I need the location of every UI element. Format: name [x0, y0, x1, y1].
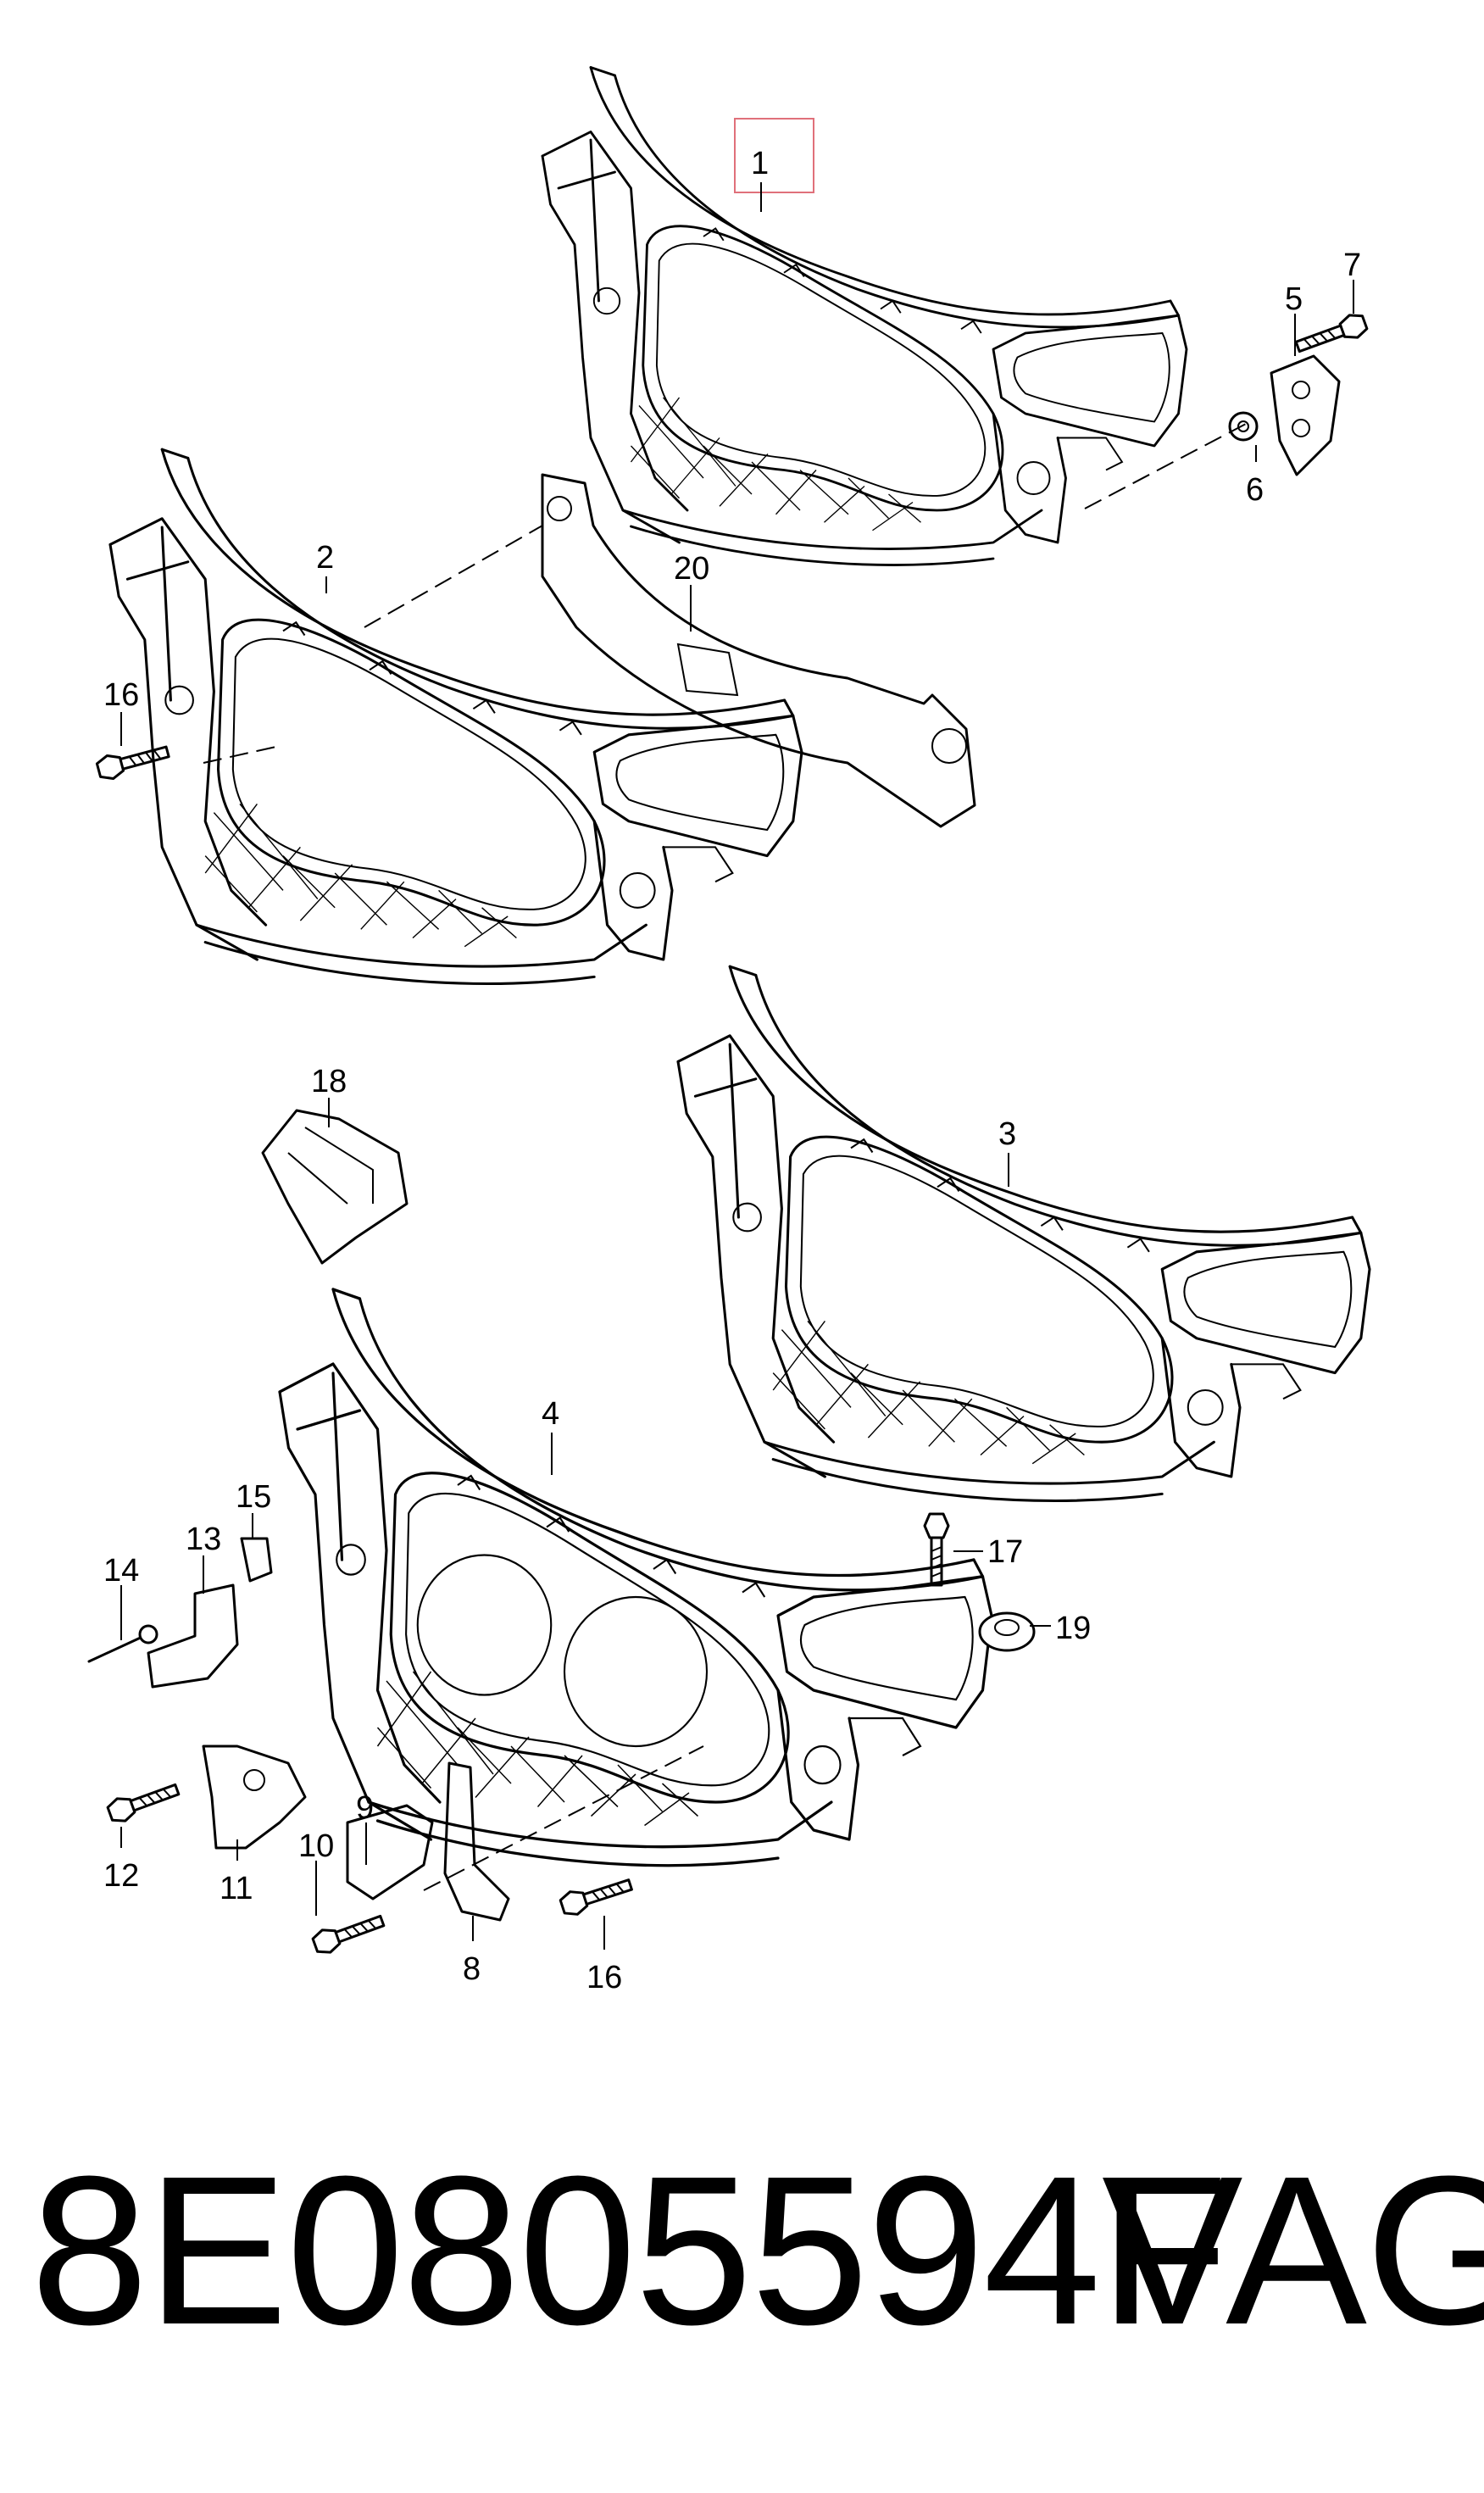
callout-8: 8: [463, 1951, 481, 1987]
callout-5: 5: [1285, 281, 1303, 317]
callout-labels: 1 2 3 4 5 6 7 8 9 10 11 12 13 14 15 16 1…: [103, 146, 1361, 1995]
bracket-part-11: [202, 1745, 307, 1850]
callout-14: 14: [103, 1553, 139, 1589]
callout-9: 9: [356, 1790, 374, 1826]
front-panel-part-4: [278, 1288, 993, 1867]
nut-part-6-icon: [1228, 411, 1259, 442]
callout-3: 3: [998, 1116, 1016, 1152]
highlight-box: [734, 118, 814, 193]
callout-10: 10: [298, 1828, 334, 1864]
leader-lines: [120, 182, 1354, 1950]
bolt-part-7-icon: [1292, 309, 1370, 359]
bracket-part-5: [1270, 354, 1341, 476]
callout-4: 4: [542, 1396, 559, 1432]
rubber-mount-part-19-icon: [978, 1611, 1036, 1652]
callout-2: 2: [316, 540, 334, 576]
callout-18: 18: [311, 1064, 347, 1099]
callout-16-left: 16: [103, 677, 139, 713]
callout-1: 1: [751, 146, 769, 181]
bolt-part-16-right-icon: [557, 1872, 636, 1920]
callout-13: 13: [186, 1522, 221, 1557]
part-number-label: 8E0805594F: [31, 2132, 1229, 2368]
callout-7: 7: [1343, 248, 1361, 283]
callout-20: 20: [674, 551, 709, 587]
alignment-lines: [203, 423, 1247, 1891]
callout-17: 17: [987, 1534, 1023, 1570]
callout-16-right: 16: [586, 1960, 622, 1995]
brand-label: VAG: [1102, 2132, 1484, 2368]
bolt-part-17-icon: [923, 1512, 950, 1587]
reinforcement-bar-part-20: [541, 473, 976, 828]
front-panel-part-3: [676, 965, 1371, 1502]
bracket-part-9: [346, 1804, 434, 1900]
air-guide-part-18: [261, 1109, 409, 1265]
callout-15: 15: [236, 1479, 271, 1515]
clip-part-15-icon: [240, 1537, 273, 1583]
bolt-part-16-left-icon: [94, 738, 172, 783]
callout-11: 11: [220, 1871, 253, 1906]
bracket-part-8: [443, 1761, 510, 1922]
callout-6: 6: [1246, 472, 1264, 508]
callout-12: 12: [103, 1858, 139, 1894]
front-panel-part-1: [541, 66, 1188, 566]
callout-19: 19: [1055, 1611, 1091, 1646]
rivet-part-14-icon: [87, 1624, 158, 1663]
bracket-part-13: [147, 1583, 239, 1689]
bolt-part-12-icon: [104, 1777, 183, 1827]
bolt-part-10-icon: [309, 1908, 388, 1958]
